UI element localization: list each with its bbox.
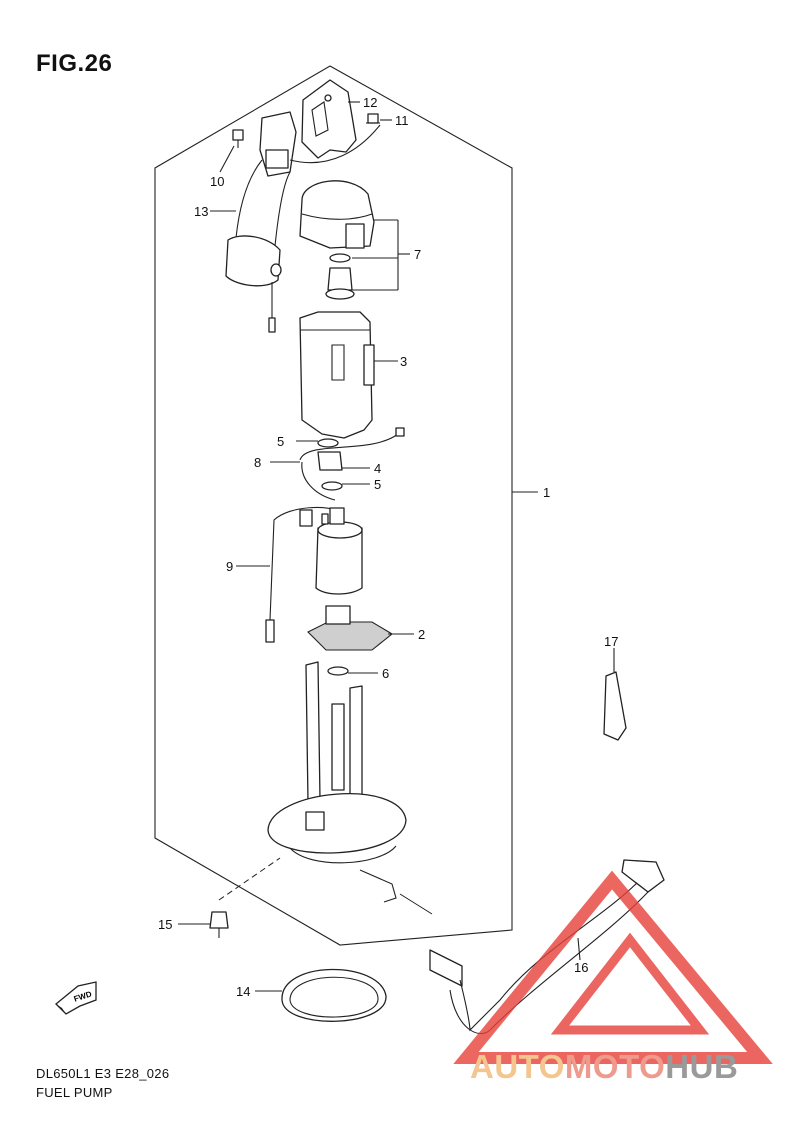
callout-labels: 1 2 3 4 5 5 6 7 8 9 10 11 12 13 14 15 16… (158, 95, 618, 999)
triangle-logo-icon (453, 870, 773, 1064)
callout-5-upper: 5 (277, 434, 284, 449)
callout-9: 9 (226, 559, 233, 574)
callout-4: 4 (374, 461, 381, 476)
part-5-o-ring-upper (317, 438, 339, 448)
part-17-clamp (603, 660, 627, 741)
part-4-joint (317, 451, 343, 471)
fuel-pump-motor (315, 507, 363, 595)
part-14-gasket (281, 968, 387, 1022)
callout-10: 10 (210, 174, 224, 189)
figure-name-caption: FUEL PUMP (36, 1085, 113, 1100)
part-3-pump-case (299, 311, 375, 439)
watermark-auto: AUTO (470, 1048, 565, 1085)
pump-bracket-assembly (267, 661, 407, 903)
part-7-pressure-regulator (299, 180, 375, 300)
callout-11: 11 (395, 113, 409, 128)
callout-14: 14 (236, 984, 250, 999)
callout-15: 15 (158, 917, 172, 932)
part-8-lead-wire (299, 427, 405, 501)
callout-2: 2 (418, 627, 425, 642)
callout-8: 8 (254, 455, 261, 470)
part-13-float-arm (225, 159, 282, 333)
callout-17: 17 (604, 634, 618, 649)
callout-7: 7 (414, 247, 421, 262)
part-6-washer (327, 666, 349, 676)
watermark-moto: MOTO (564, 1048, 666, 1085)
watermark-hub: HUB (665, 1048, 739, 1085)
callout-13: 13 (194, 204, 208, 219)
leader-lines (178, 101, 615, 992)
callout-3: 3 (400, 354, 407, 369)
part-2-fuel-filter (307, 605, 393, 651)
callout-12: 12 (363, 95, 377, 110)
model-code-caption: DL650L1 E3 E28_026 (36, 1066, 170, 1081)
fwd-arrow-icon: FWD (55, 981, 97, 1015)
callout-16: 16 (574, 960, 588, 975)
part-10-bolt (232, 129, 244, 148)
part-12-bracket (301, 79, 357, 159)
callout-5-lower: 5 (374, 477, 381, 492)
part-11-screw (366, 113, 380, 124)
callout-6: 6 (382, 666, 389, 681)
callout-1: 1 (543, 485, 550, 500)
part-16-fuel-hose (429, 859, 665, 1035)
assembly-outline (154, 65, 513, 946)
part-5-o-ring-lower (321, 481, 343, 491)
figure-title: FIG.26 (36, 50, 113, 77)
part-15-bolt (209, 857, 281, 938)
watermark-text: AUTOMOTOHUB (470, 1048, 738, 1086)
